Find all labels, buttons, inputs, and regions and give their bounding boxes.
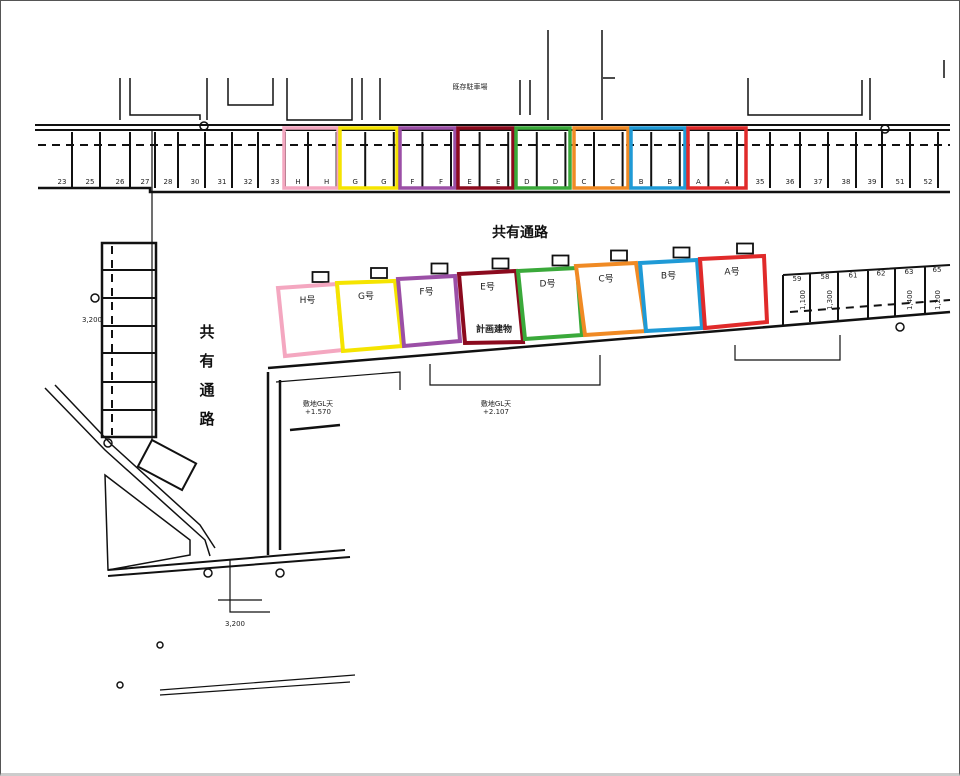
top-road-label: 既存駐車場: [453, 82, 488, 91]
parking-slot-number: B: [667, 178, 672, 186]
parking-slot-number: 38: [842, 178, 851, 186]
parking-slot-number: H: [324, 178, 329, 186]
parking-slot-number: C: [610, 178, 615, 186]
elevation-left: +1.570: [305, 408, 331, 416]
elevation-left: 敷地GL天: [303, 399, 333, 408]
parking-highlight-C: [572, 126, 630, 190]
parking-slot-number: 35: [756, 178, 765, 186]
parking-slot-number: 62: [877, 270, 886, 278]
parking-slot-number: F: [410, 178, 414, 186]
dimension-label: 1,300: [826, 290, 834, 310]
parking-highlight-E: [456, 126, 515, 190]
parking-highlight-H: [282, 126, 340, 190]
parking-slot-number: 37: [814, 178, 823, 186]
dimension-left: 3,200: [82, 316, 102, 324]
unit-label-F: F号: [419, 287, 433, 298]
unit-A: [697, 253, 770, 331]
shared-path-label: 共有通路: [492, 225, 548, 241]
parking-slot-number: 26: [116, 178, 125, 186]
planned-building-label: 計画建物: [476, 323, 512, 335]
shared-path-label-vertical: 共 有 通 路: [197, 318, 217, 434]
char: 共: [199, 323, 215, 341]
parking-highlight-F: [398, 126, 457, 190]
unit-label-E: E号: [480, 282, 495, 293]
parking-highlight-B: [629, 126, 687, 190]
entrance-icon: [311, 271, 330, 283]
parking-slot-number: A: [696, 178, 701, 186]
parking-slot-number: F: [439, 178, 443, 186]
parking-highlight-G: [338, 126, 399, 190]
unit-label-D: D号: [540, 279, 556, 290]
char: 通: [199, 381, 215, 399]
dimension-label: 1,200: [934, 290, 942, 310]
unit-E: [456, 268, 526, 346]
parking-slot-number: 39: [868, 178, 877, 186]
unit-B: [637, 257, 705, 334]
char: 有: [199, 352, 215, 370]
unit-label-G: G号: [358, 291, 374, 302]
unit-label-B: B号: [661, 271, 676, 282]
top-unit-parking-highlights: [282, 126, 748, 190]
parking-highlight-A: [686, 126, 748, 190]
parking-slot-number: D: [524, 178, 529, 186]
entrance-icon: [370, 267, 388, 279]
entrance-icon: [491, 257, 510, 270]
unit-label-A: A号: [724, 267, 739, 278]
parking-slot-number: A: [725, 178, 730, 186]
parking-slot-number: G: [352, 178, 357, 186]
parking-slot-number: 63: [905, 268, 914, 276]
unit-label-H: H号: [300, 295, 316, 306]
unit-F: [395, 273, 463, 349]
parking-slot-number: 31: [218, 178, 227, 186]
unit-H: [275, 281, 346, 359]
parking-slot-number: 30: [191, 178, 200, 186]
unit-label-C: C号: [598, 274, 613, 285]
entrance-icon: [551, 254, 570, 267]
site-linework: [35, 30, 951, 696]
parking-slot-number: G: [381, 178, 386, 186]
parking-slot-number: 23: [58, 178, 67, 186]
entrance-icon: [430, 262, 449, 275]
entrance-icon: [736, 242, 754, 255]
parking-slot-number: 32: [244, 178, 253, 186]
parking-slot-number: C: [582, 178, 587, 186]
unit-D: [515, 265, 585, 342]
parking-slot-number: 28: [164, 178, 173, 186]
parking-slot-number: 65: [933, 266, 942, 274]
parking-slot-number: 25: [86, 178, 95, 186]
elevation-right: +2.107: [483, 408, 509, 416]
top-parking-slots: 23 25 26 27 28 30 31 32 33 H H G G F F E E D D C C B B A A 35 36 37…: [58, 132, 939, 188]
parking-slot-number: H: [295, 178, 300, 186]
parking-highlight-D: [514, 126, 572, 190]
elevation-right: 敷地GL天: [481, 399, 511, 408]
parking-slot-number: 61: [849, 271, 858, 279]
char: 路: [199, 410, 215, 428]
dimension-bottom: 3,200: [225, 620, 245, 628]
entrance-icon: [672, 246, 691, 259]
parking-slot-number: 51: [896, 178, 905, 186]
parking-slot-number: D: [553, 178, 558, 186]
unit-buildings: H号 G号 F号 E号 D号 C号 B号 A号: [275, 242, 770, 359]
parking-slot-number: 59: [793, 275, 802, 283]
parking-slot-number: 33: [271, 178, 280, 186]
dimension-label: 1,400: [906, 290, 914, 310]
parking-slot-number: 52: [924, 178, 933, 186]
parking-slot-number: B: [639, 178, 644, 186]
parking-slot-number: 58: [821, 273, 830, 281]
parking-slot-number: 36: [786, 178, 795, 186]
parking-slot-number: E: [496, 178, 500, 186]
dimension-label: 1,100: [799, 290, 807, 310]
parking-slot-number: 27: [141, 178, 150, 186]
parking-slot-number: E: [467, 178, 471, 186]
entrance-icon: [610, 249, 628, 262]
